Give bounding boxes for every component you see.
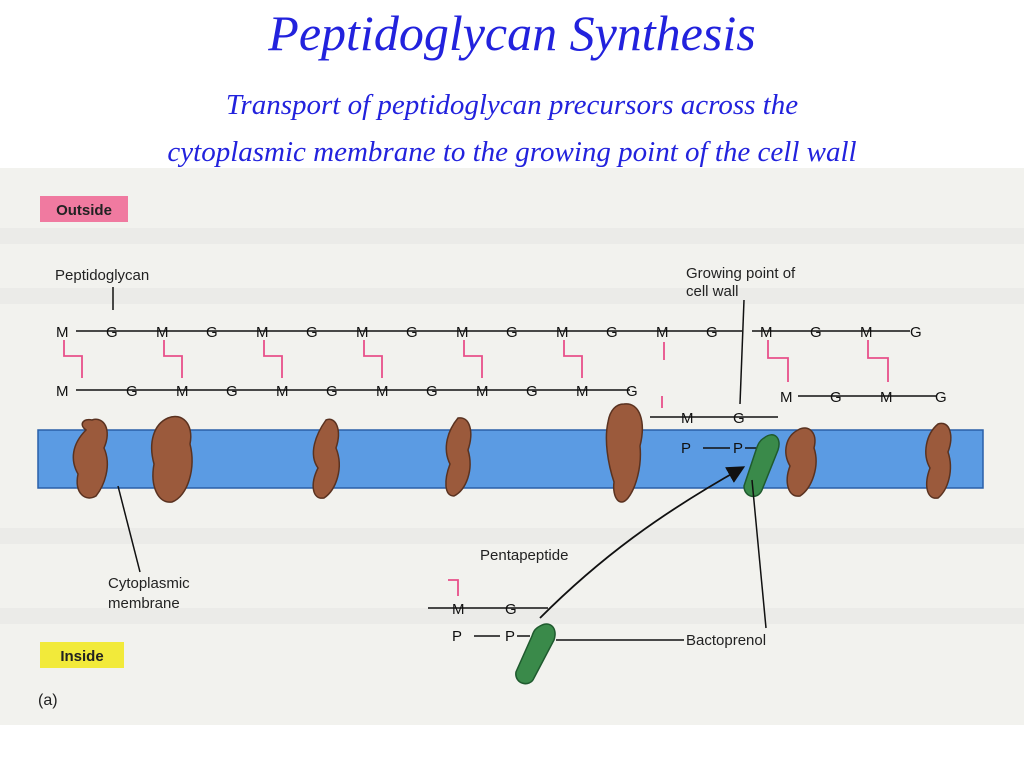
- slide-title: Peptidoglycan Synthesis: [268, 5, 756, 61]
- peptidoglycan-label: Peptidoglycan: [55, 267, 149, 284]
- membrane-proteins: [72, 403, 952, 503]
- sugar-m: M: [356, 324, 369, 341]
- sugar-g: G: [830, 389, 842, 406]
- membrane-protein: [605, 403, 644, 503]
- sugar-m: M: [681, 410, 694, 427]
- sugar-m: M: [376, 383, 389, 400]
- sugar-m: M: [56, 383, 69, 400]
- slide-subtitle-line-2: cytoplasmic membrane to the growing poin…: [167, 136, 857, 168]
- sugar-g: G: [226, 383, 238, 400]
- sugar-g: G: [506, 324, 518, 341]
- sugar-m: M: [860, 324, 873, 341]
- membrane-label-line-1: Cytoplasmic: [108, 575, 190, 592]
- sugar-m: M: [56, 324, 69, 341]
- sugar-g: G: [810, 324, 822, 341]
- peptide-crosslinks: [63, 340, 889, 382]
- sugar-m: M: [780, 389, 793, 406]
- sugar-m: M: [456, 324, 469, 341]
- cytoplasmic-membrane-band: [37, 429, 984, 489]
- inside-label: Inside: [60, 648, 103, 665]
- sugar-m: M: [760, 324, 773, 341]
- membrane-label-line-2: membrane: [108, 595, 180, 612]
- sugar-g: G: [935, 389, 947, 406]
- outside-label: Outside: [56, 202, 112, 219]
- sugar-g: G: [910, 324, 922, 341]
- membrane-protein: [72, 418, 108, 499]
- membrane-protein: [925, 422, 952, 499]
- sugar-g: G: [406, 324, 418, 341]
- glycan-chain-lower: M G M G M G M G M G M G: [56, 383, 638, 400]
- glycan-chain-top: M G M G M G M G M G M G M G M G M G: [56, 324, 922, 341]
- sugar-g: G: [733, 410, 745, 427]
- pentapeptide-label: Pentapeptide: [480, 547, 568, 564]
- background-texture: [0, 608, 1024, 624]
- phosphate: P: [733, 440, 743, 457]
- phosphate: P: [681, 440, 691, 457]
- bactoprenol-pointer-membrane: [751, 479, 767, 629]
- sugar-m: M: [556, 324, 569, 341]
- sugar-g: G: [626, 383, 638, 400]
- bactoprenol-label: Bactoprenol: [686, 632, 766, 649]
- cytoplasmic-precursor-unit: M G P P: [428, 579, 548, 645]
- growing-point-label-line-1: Growing point of: [686, 265, 796, 282]
- phosphate: P: [505, 628, 515, 645]
- sugar-m: M: [656, 324, 669, 341]
- sugar-m: M: [880, 389, 893, 406]
- sugar-g: G: [206, 324, 218, 341]
- sugar-g: G: [106, 324, 118, 341]
- outside-tag: [40, 196, 128, 222]
- transport-arrow: [539, 466, 746, 619]
- sugar-g: G: [426, 383, 438, 400]
- sugar-m: M: [256, 324, 269, 341]
- sugar-g: G: [306, 324, 318, 341]
- background-texture: [0, 288, 1024, 304]
- bactoprenol-cytoplasm: [515, 623, 556, 685]
- sugar-m: M: [452, 601, 465, 618]
- membrane-diagram: Outside Peptidoglycan Growing point of c…: [0, 168, 1024, 725]
- background-texture: [0, 528, 1024, 544]
- sugar-m: M: [156, 324, 169, 341]
- background-texture: [0, 228, 1024, 244]
- sugar-m: M: [576, 383, 589, 400]
- sugar-g: G: [326, 383, 338, 400]
- growing-point-pointer: [739, 299, 745, 405]
- sugar-m: M: [276, 383, 289, 400]
- membrane-protein: [312, 418, 340, 499]
- sugar-m: M: [176, 383, 189, 400]
- membrane-protein: [150, 415, 193, 503]
- sugar-m: M: [476, 383, 489, 400]
- membrane-protein: [785, 427, 817, 497]
- phosphate: P: [452, 628, 462, 645]
- sugar-g: G: [606, 324, 618, 341]
- sugar-g: G: [706, 324, 718, 341]
- growing-point-label-line-2: cell wall: [686, 283, 739, 300]
- panel-label: (a): [38, 692, 58, 709]
- membrane-protein: [445, 417, 472, 497]
- membrane-pointer: [117, 485, 141, 573]
- sugar-g: G: [505, 601, 517, 618]
- sugar-g: G: [526, 383, 538, 400]
- slide-subtitle-line-1: Transport of peptidoglycan precursors ac…: [225, 89, 799, 121]
- inside-tag: [40, 642, 124, 668]
- glycan-chain-lower-right: M G M G: [780, 389, 947, 406]
- sugar-g: G: [126, 383, 138, 400]
- growing-point-unit: M G P P: [650, 396, 778, 457]
